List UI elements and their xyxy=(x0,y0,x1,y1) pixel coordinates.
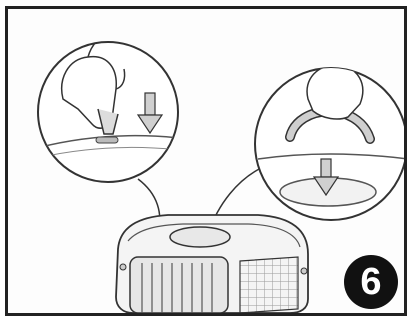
left-detail-icon xyxy=(33,31,188,182)
pet-carrier-icon xyxy=(116,215,308,313)
instruction-panel: 6 xyxy=(5,6,407,316)
step-number-badge: 6 xyxy=(344,255,398,309)
right-detail-icon xyxy=(255,39,404,220)
assembly-illustration xyxy=(8,9,404,313)
